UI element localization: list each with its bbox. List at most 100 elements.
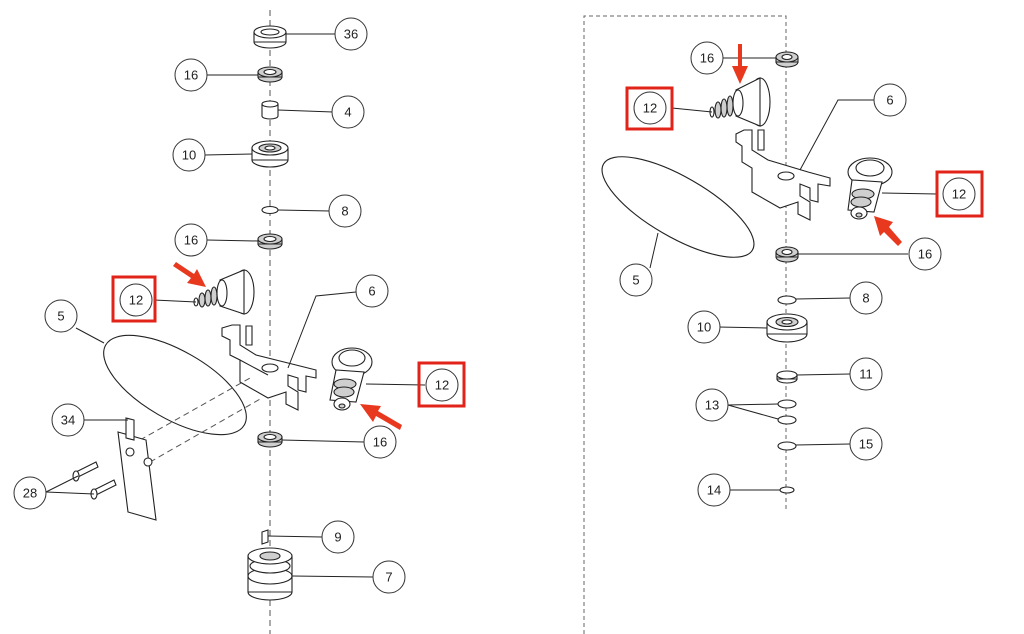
callout-label: 10 xyxy=(182,148,196,163)
right-washer-8 xyxy=(777,295,797,305)
callout-8: 8 xyxy=(328,194,362,228)
assembly-line-1 xyxy=(139,377,251,441)
callout-label: 8 xyxy=(341,204,348,219)
right-callout-14: 14 xyxy=(697,473,731,507)
red-arrow-icon xyxy=(173,262,206,287)
callout-label: 15 xyxy=(859,437,873,452)
callout-label: 12 xyxy=(435,378,449,393)
callout-label: 6 xyxy=(886,93,893,108)
callout-12-lower: 12 xyxy=(425,368,459,402)
callout-16-mid: 16 xyxy=(174,223,208,257)
part-pulley-10 xyxy=(251,140,289,168)
right-washer-15 xyxy=(777,441,797,451)
callout-label: 16 xyxy=(700,51,714,66)
right-fork-bracket-6 xyxy=(735,129,831,221)
callout-label: 16 xyxy=(373,435,387,450)
callout-label: 5 xyxy=(632,273,639,288)
red-arrows xyxy=(173,44,902,430)
part-spindle-12-upper xyxy=(193,269,255,315)
callout-label: 28 xyxy=(23,486,37,501)
callout-12-upper: 12 xyxy=(119,283,153,317)
callout-label: 36 xyxy=(344,27,358,42)
part-spindle-12-lower xyxy=(329,347,373,411)
callout-label: 14 xyxy=(707,483,721,498)
callout-5: 5 xyxy=(44,299,78,333)
right-frame xyxy=(583,15,787,634)
right-spindle-12-upper xyxy=(709,77,771,127)
callout-label: 16 xyxy=(184,68,198,83)
right-callout-12-upper: 12 xyxy=(633,91,667,125)
part-bearing-16-mid xyxy=(257,233,283,250)
right-callout-8: 8 xyxy=(849,281,883,315)
right-callout-13: 13 xyxy=(695,388,729,422)
right-spacer-11 xyxy=(776,370,798,384)
callout-16-low: 16 xyxy=(363,425,397,459)
right-callout-16-top: 16 xyxy=(690,41,724,75)
right-spindle-12-lower xyxy=(847,157,893,220)
right-bearing-16-low xyxy=(775,246,799,263)
part-key-9 xyxy=(261,529,269,545)
callout-9: 9 xyxy=(321,520,355,554)
right-washer-13b xyxy=(777,415,797,425)
callout-label: 12 xyxy=(952,187,966,202)
callout-36: 36 xyxy=(334,17,368,51)
callout-label: 13 xyxy=(705,398,719,413)
callout-label: 16 xyxy=(918,247,932,262)
right-callout-12-lower: 12 xyxy=(942,177,976,211)
callout-label: 34 xyxy=(61,413,75,428)
part-double-pulley-7 xyxy=(247,547,293,601)
left-callouts: 36 16 4 10 8 16 6 12 5 12 34 16 28 9 7 xyxy=(13,17,459,594)
part-sleeve-4 xyxy=(261,100,279,120)
part-bearing-16-top xyxy=(257,66,283,83)
right-pulley-10 xyxy=(766,313,808,343)
part-fork-bracket-6 xyxy=(221,324,317,411)
callout-label: 6 xyxy=(368,284,375,299)
right-callout-10: 10 xyxy=(687,310,721,344)
right-assembly xyxy=(583,15,938,634)
highlight-box-right-upper xyxy=(625,86,674,131)
right-callout-15: 15 xyxy=(849,427,883,461)
right-callout-16-low: 16 xyxy=(908,237,942,271)
right-washer-13a xyxy=(777,399,797,409)
callout-label: 5 xyxy=(57,309,64,324)
highlight-boxes xyxy=(111,86,984,408)
part-bearing-16-low xyxy=(257,431,283,448)
right-callout-5: 5 xyxy=(619,263,653,297)
callout-6: 6 xyxy=(355,274,389,308)
part-belt-loop-5 xyxy=(103,334,247,436)
callout-16-top: 16 xyxy=(174,58,208,92)
part-washer-8 xyxy=(261,205,279,215)
callout-label: 12 xyxy=(129,293,143,308)
part-cap-36 xyxy=(253,25,287,49)
red-arrow-icon xyxy=(360,404,402,430)
assembly-line-2 xyxy=(149,397,263,463)
callout-10: 10 xyxy=(172,138,206,172)
red-arrow-icon xyxy=(874,216,902,246)
left-assembly xyxy=(45,10,426,634)
right-bearing-16-top xyxy=(775,51,799,68)
highlight-box-right-lower xyxy=(935,170,984,218)
right-callout-11: 11 xyxy=(849,357,883,391)
right-clip-14 xyxy=(779,486,795,494)
callout-label: 12 xyxy=(643,101,657,116)
callout-28: 28 xyxy=(13,476,47,510)
callout-label: 8 xyxy=(862,291,869,306)
callout-label: 4 xyxy=(344,105,351,120)
red-arrow-icon xyxy=(732,44,748,84)
callout-4: 4 xyxy=(331,95,365,129)
callout-34: 34 xyxy=(51,403,85,437)
callout-label: 10 xyxy=(697,320,711,335)
right-belt-loop-5 xyxy=(601,156,755,258)
callout-label: 9 xyxy=(334,530,341,545)
callout-7: 7 xyxy=(372,560,406,594)
highlight-box-left-upper xyxy=(111,275,157,323)
callout-label: 7 xyxy=(385,570,392,585)
right-callouts: 16 6 12 12 5 16 8 10 11 13 15 14 xyxy=(619,41,976,507)
part-plate-34 xyxy=(117,417,157,521)
right-callout-6: 6 xyxy=(873,83,907,117)
part-screws-28 xyxy=(72,461,117,500)
callout-label: 16 xyxy=(184,233,198,248)
callout-label: 11 xyxy=(859,367,873,382)
highlight-box-left-lower xyxy=(417,361,466,408)
